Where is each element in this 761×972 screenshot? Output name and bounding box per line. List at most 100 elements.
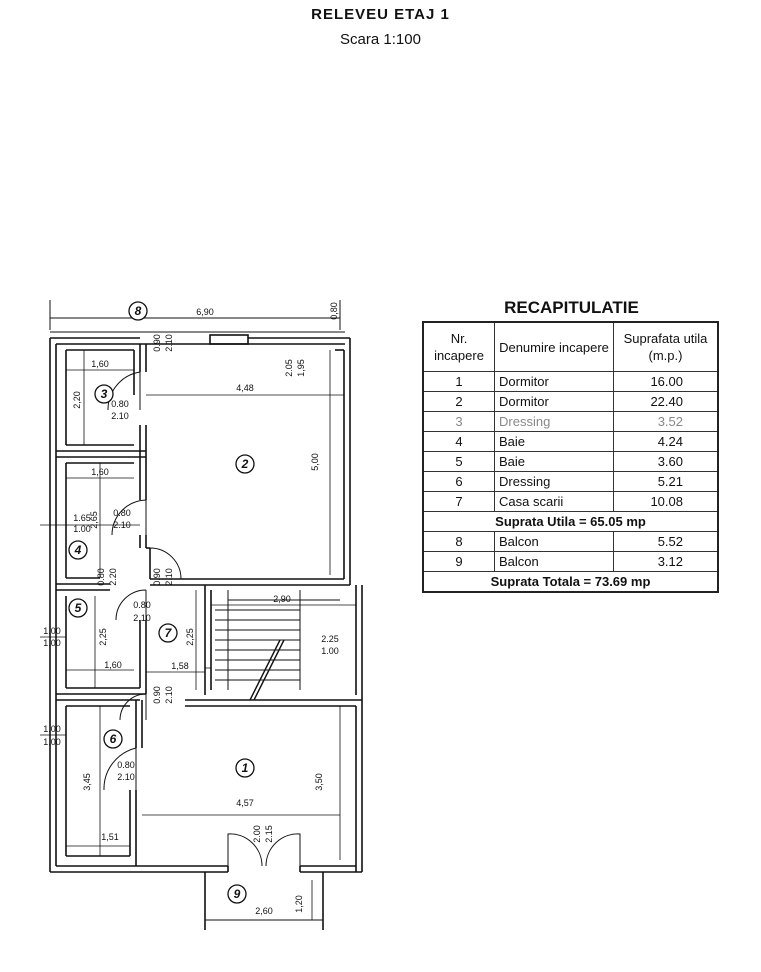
room-label-4: 4: [74, 543, 82, 557]
row-nr: 2: [422, 391, 495, 412]
dim-1-60-c: 1,60: [104, 660, 122, 670]
room-marker-8: [128, 301, 148, 321]
room-marker-2: [235, 454, 255, 474]
room-marker-7: [158, 623, 178, 643]
table-row: 3 Dressing 3.52: [422, 411, 719, 432]
dim-0-80-c: 0.80: [96, 568, 106, 586]
row-area: 3.60: [613, 451, 719, 472]
dim-2-20-b: 2.20: [108, 568, 118, 586]
table-row: 9 Balcon 3.12: [422, 551, 719, 572]
table-row: 6 Dressing 5.21: [422, 471, 719, 492]
header-name: Denumire incapere: [494, 321, 614, 372]
dim-2-10-f: 2.10: [164, 686, 174, 704]
dim-1-00-c: 1.00: [43, 638, 61, 648]
plan-title: RELEVEU ETAJ 1: [311, 6, 450, 23]
room-label-2: 2: [241, 457, 249, 471]
table-row: 8 Balcon 5.52: [422, 531, 719, 552]
dim-2-10-c: 2.10: [113, 520, 131, 530]
dim-1-00-f: 1.00: [43, 737, 61, 747]
dim-2-10-e: 2.10: [133, 613, 151, 623]
dimension-lines: [40, 350, 356, 921]
recap-header-row: Nr. incapere Denumire incapere Suprafata…: [422, 321, 719, 372]
row-name: Dormitor: [494, 371, 614, 392]
dim-1-60-a: 1,60: [91, 359, 109, 369]
walls: [49, 300, 363, 930]
dim-2-10-d: 2.10: [164, 568, 174, 586]
room-label-9: 9: [234, 887, 241, 901]
total-row: Suprata Totala = 73.69 mp: [422, 571, 719, 593]
total-text: Suprata Totala = 73.69 mp: [422, 571, 719, 593]
room-marker-3: [94, 384, 114, 404]
dim-1-60-b: 1,60: [91, 467, 109, 477]
dim-2-25-a: 2,25: [98, 628, 108, 646]
dim-2-65: 2,65: [89, 511, 99, 529]
room-label-8: 8: [135, 304, 142, 318]
room-label-3: 3: [101, 387, 108, 401]
dim-1-00-e: 1.00: [43, 724, 61, 734]
dim-3-50: 3,50: [314, 773, 324, 791]
row-area: 5.52: [613, 531, 719, 552]
room-marker-6: [103, 729, 123, 749]
room-label-5: 5: [75, 601, 82, 615]
dim-4-57: 4,57: [236, 798, 254, 808]
dim-1-00-a: 1.00: [73, 524, 91, 534]
row-name: Dressing: [494, 411, 614, 432]
header-nr: Nr. incapere: [422, 321, 495, 372]
row-area: 10.08: [613, 491, 719, 512]
room-marker-4: [68, 540, 88, 560]
row-name: Baie: [494, 451, 614, 472]
dim-1-20: 1,20: [294, 895, 304, 913]
row-area: 3.12: [613, 551, 719, 572]
dim-2-10-b: 2.10: [111, 411, 129, 421]
recap-title: RECAPITULATIE: [504, 298, 639, 317]
table-row: 5 Baie 3.60: [422, 451, 719, 472]
dim-2-10-g: 2.10: [117, 772, 135, 782]
dim-1-65: 1.65: [73, 513, 91, 523]
row-nr: 4: [422, 431, 495, 452]
row-nr: 7: [422, 491, 495, 512]
row-nr: 3: [422, 411, 495, 432]
room-label-1: 1: [242, 761, 249, 775]
row-area: 16.00: [613, 371, 719, 392]
dim-0-90-c: 0.90: [152, 686, 162, 704]
room-markers: [68, 301, 255, 904]
dim-3-45: 3,45: [82, 773, 92, 791]
subtotal-row: Suprata Utila = 65.05 mp: [422, 511, 719, 532]
row-name: Dormitor: [494, 391, 614, 412]
dim-2-25-c: 2.25: [321, 634, 339, 644]
subtotal-text: Suprata Utila = 65.05 mp: [422, 511, 719, 532]
dim-2-25-b: 2,25: [185, 628, 195, 646]
dim-2-90: 2,90: [273, 594, 291, 604]
dim-2-15: 2.15: [264, 825, 274, 843]
row-nr: 9: [422, 551, 495, 572]
dim-0-80-e: 0.80: [117, 760, 135, 770]
row-area: 5.21: [613, 471, 719, 492]
table-row: 2 Dormitor 22.40: [422, 391, 719, 412]
dim-2-60: 2,60: [255, 906, 273, 916]
dim-2-10-a: 2.10: [164, 334, 174, 352]
dim-6-90: 6,90: [196, 307, 214, 317]
row-name: Dressing: [494, 471, 614, 492]
dim-0-90-a: 0.90: [152, 334, 162, 352]
dim-1-95: 1,95: [296, 359, 306, 377]
room-marker-9: [227, 884, 247, 904]
dim-0-90-b: 0.90: [152, 568, 162, 586]
dim-1-51: 1,51: [101, 832, 119, 842]
table-row: 4 Baie 4.24: [422, 431, 719, 452]
room-label-7: 7: [165, 626, 173, 640]
recap-table: Nr. incapere Denumire incapere Suprafata…: [422, 321, 719, 593]
dim-1-58: 1,58: [171, 661, 189, 671]
dim-0-80-top: 0,80: [329, 302, 339, 320]
dim-0-80-d: 0.80: [133, 600, 151, 610]
room-label-6: 6: [110, 732, 117, 746]
row-area: 4.24: [613, 431, 719, 452]
dim-5-00: 5,00: [310, 453, 320, 471]
row-nr: 8: [422, 531, 495, 552]
dim-2-05: 2.05: [284, 359, 294, 377]
row-nr: 1: [422, 371, 495, 392]
dim-1-00-d: 1.00: [321, 646, 339, 656]
dim-1-00-b: 1.00: [43, 626, 61, 636]
room-marker-5: [68, 598, 88, 618]
plan-scale: Scara 1:100: [340, 31, 421, 48]
